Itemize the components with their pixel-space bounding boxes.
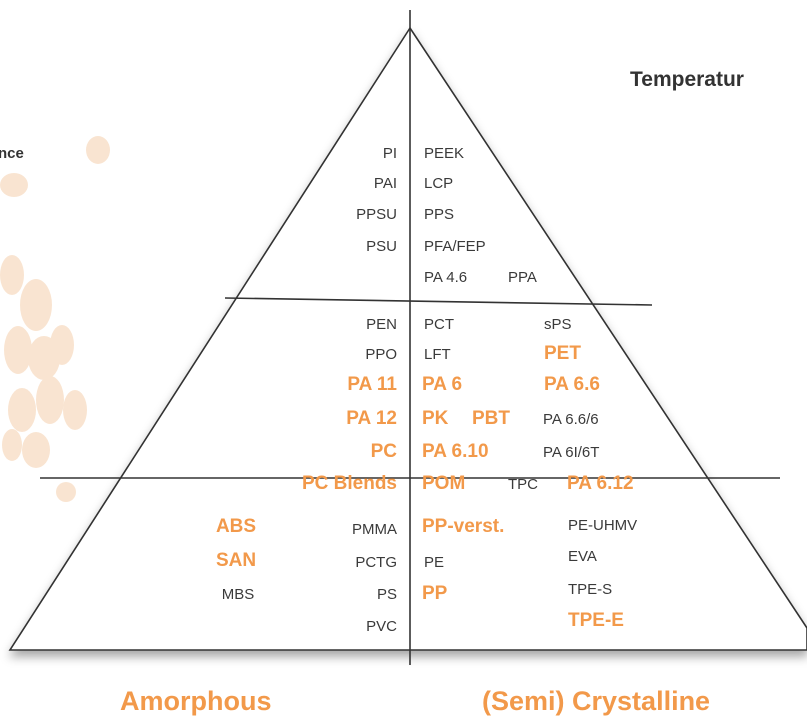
material-label: PMMA (352, 521, 397, 538)
material-label-highlighted: PET (544, 343, 581, 364)
material-label: LCP (424, 175, 454, 192)
material-label: PVC (366, 618, 397, 635)
semi-crystalline-label: (Semi) Crystalline (482, 686, 711, 716)
material-label: PPSU (356, 206, 397, 223)
material-label: PSU (366, 238, 397, 255)
left-axis-label: nce (0, 145, 24, 162)
material-label-highlighted: ABS (215, 516, 257, 537)
material-label-highlighted: PK (422, 408, 449, 429)
material-label-highlighted: PC (370, 441, 397, 462)
material-label-highlighted: PC Blends (301, 473, 397, 494)
material-label: PEEK (424, 145, 465, 162)
material-label: PA 4.6 (424, 269, 468, 286)
material-label: TPE-S (568, 581, 613, 598)
material-label-highlighted: PBT (472, 408, 510, 429)
material-label: PCT (424, 316, 454, 333)
material-label: PFA/FEP (424, 238, 486, 255)
tier-divider-upper (224, 297, 653, 306)
material-label: PPO (365, 346, 397, 363)
material-label: PA 6I/6T (543, 444, 600, 461)
material-label-highlighted: PA 6.6 (544, 374, 600, 395)
material-label: EVA (568, 548, 597, 565)
material-label-highlighted: PA 6 (422, 374, 463, 395)
material-label-highlighted: PA 6.12 (567, 473, 634, 494)
material-label-highlighted: POM (422, 473, 466, 494)
material-label: PPS (424, 206, 455, 223)
pyramid-outline (8, 26, 807, 651)
amorphous-label: Amorphous (120, 686, 272, 716)
material-label: MBS (221, 586, 255, 603)
material-label: PCTG (355, 554, 397, 571)
material-label: PA 6.6/6 (543, 411, 599, 428)
material-label: PAI (373, 175, 397, 192)
material-label: LFT (424, 346, 451, 363)
material-label: PS (376, 586, 397, 603)
material-label-highlighted: PA 6.10 (422, 441, 489, 462)
material-label: PI (382, 145, 397, 162)
material-label-highlighted: PP (422, 583, 448, 604)
material-label: TPC (508, 476, 538, 493)
temperature-axis-label: Temperatur (630, 68, 744, 91)
material-label: PEN (366, 316, 397, 333)
material-label-highlighted: PP-verst. (422, 516, 505, 537)
material-label: PE (424, 554, 445, 571)
material-label-highlighted: PA 12 (346, 408, 397, 429)
material-label-highlighted: PA 11 (347, 374, 397, 395)
material-label: PPA (508, 269, 537, 286)
material-label: sPS (544, 316, 572, 333)
material-label-highlighted: TPE-E (568, 610, 624, 631)
material-label-highlighted: SAN (215, 550, 257, 571)
material-label: PE-UHMV (568, 517, 638, 534)
